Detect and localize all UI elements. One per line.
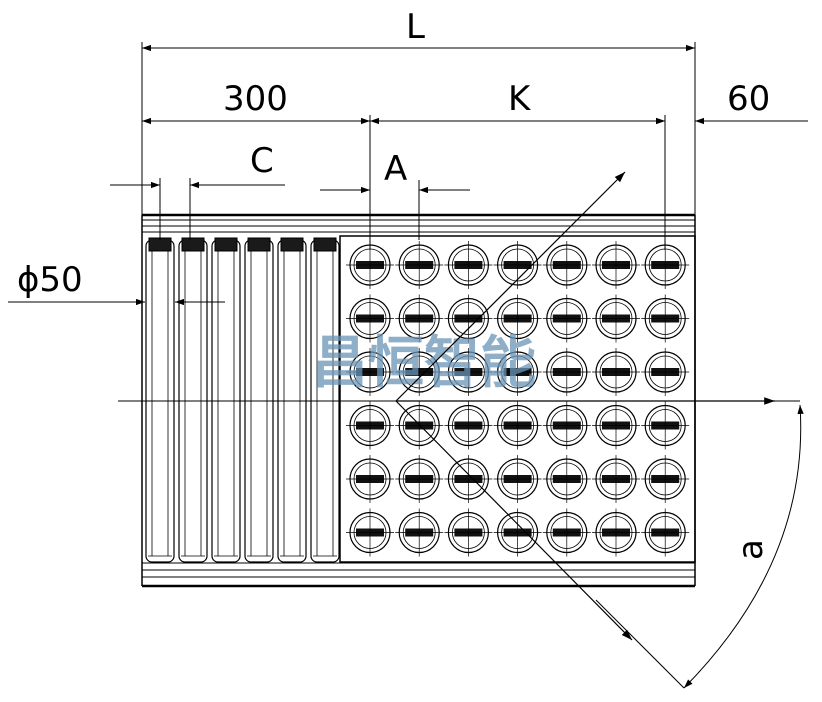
ball-transfer-unit xyxy=(641,294,690,343)
angle-label: a xyxy=(731,539,771,560)
dimension-300-label: 300 xyxy=(223,79,288,119)
ball-transfer-unit xyxy=(493,294,542,343)
ball-transfer-unit xyxy=(395,348,444,396)
ball-transfer-unit xyxy=(346,508,394,557)
ball-transfer-unit xyxy=(641,455,690,503)
dimension-diameter-label: ϕ50 xyxy=(17,260,83,300)
ball-transfer-unit xyxy=(641,401,690,450)
dimension-k: K xyxy=(370,79,665,125)
ball-transfer-unit xyxy=(444,508,493,557)
ball-transfer-unit xyxy=(346,348,394,396)
ball-transfer-unit xyxy=(444,241,493,289)
roller xyxy=(310,237,340,563)
ball-transfer-unit xyxy=(444,455,493,503)
ball-transfer-unit xyxy=(395,241,444,289)
ball-transfer-unit xyxy=(395,401,444,450)
ball-transfer-unit xyxy=(592,508,640,557)
diverter-arrows xyxy=(395,171,775,641)
roller xyxy=(145,237,175,563)
ball-transfer-unit xyxy=(592,294,640,343)
roller xyxy=(244,237,274,563)
ball-transfer-unit xyxy=(592,401,640,450)
ball-transfer-unit xyxy=(493,508,542,557)
ball-transfer-unit xyxy=(542,401,591,450)
dimension-60: 60 xyxy=(620,79,808,125)
ball-transfer-unit xyxy=(346,455,394,503)
ball-transfer-group xyxy=(346,241,690,557)
ball-transfer-unit xyxy=(493,241,542,289)
dimension-l-label: L xyxy=(406,7,425,47)
ball-transfer-unit xyxy=(542,455,591,503)
ball-transfer-unit xyxy=(346,401,394,450)
dimension-c-label: C xyxy=(250,141,274,181)
ball-transfer-unit xyxy=(493,348,542,396)
watermark-text: 昌恒智能 xyxy=(312,331,536,396)
ball-transfer-unit xyxy=(395,455,444,503)
dimension-l: L xyxy=(142,7,695,52)
ball-transfer-unit xyxy=(542,348,591,396)
ball-transfer-unit xyxy=(395,508,444,557)
dimension-c: C xyxy=(110,141,285,189)
ball-transfer-unit xyxy=(641,348,690,396)
roller xyxy=(211,237,241,563)
ball-transfer-unit xyxy=(542,508,591,557)
dimension-60-label: 60 xyxy=(727,79,770,119)
ball-transfer-unit xyxy=(493,401,542,450)
dimension-a-label: A xyxy=(384,149,407,189)
ball-transfer-unit xyxy=(444,401,493,450)
ball-transfer-unit xyxy=(542,294,591,343)
ball-transfer-unit xyxy=(592,241,640,289)
dimension-a: A xyxy=(320,149,470,194)
roller xyxy=(178,237,208,563)
ball-transfer-unit xyxy=(592,455,640,503)
roller xyxy=(277,237,307,563)
angle-dimension: a xyxy=(595,404,804,689)
ball-transfer-unit xyxy=(346,294,394,343)
ball-transfer-unit xyxy=(542,241,591,289)
dimension-300: 300 xyxy=(142,79,370,125)
ball-transfer-unit xyxy=(493,455,542,503)
ball-transfer-unit xyxy=(592,348,640,396)
ball-transfer-unit xyxy=(444,294,493,343)
ball-transfer-unit xyxy=(444,348,493,396)
dimension-k-label: K xyxy=(508,79,532,119)
roller-group xyxy=(145,237,340,563)
ball-transfer-unit xyxy=(395,294,444,343)
ball-transfer-unit xyxy=(641,508,690,557)
dimension-diameter: ϕ50 xyxy=(8,260,225,306)
